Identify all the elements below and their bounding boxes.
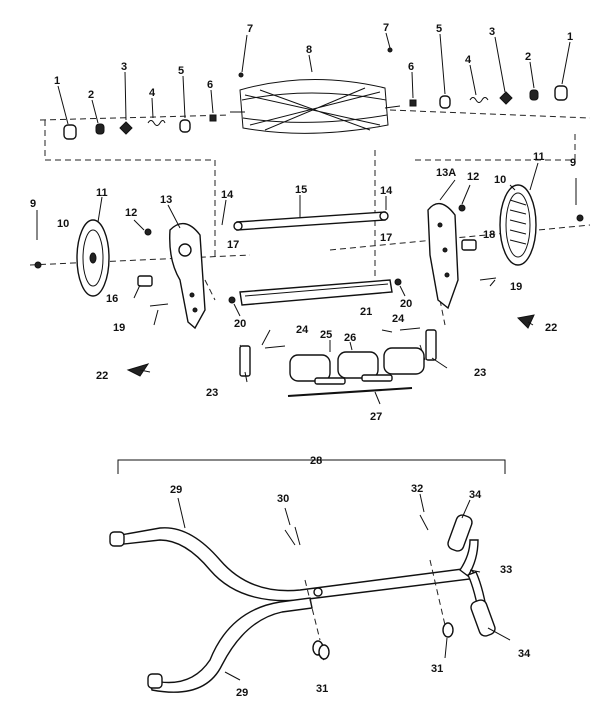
bed-knife-bar	[239, 279, 393, 306]
label-17-right: 17	[380, 232, 392, 244]
label-14-left: 14	[221, 189, 234, 201]
label-1-left: 1	[54, 75, 60, 87]
label-12-left: 12	[125, 207, 137, 219]
label-27: 27	[370, 411, 382, 423]
label-18: 18	[483, 229, 495, 241]
label-4-right: 4	[465, 54, 472, 66]
label-8: 8	[306, 44, 312, 56]
label-13: 13	[160, 194, 172, 206]
label-9-left: 9	[30, 198, 36, 210]
label-7-right: 7	[383, 22, 389, 34]
left-bearing-parts	[63, 72, 244, 140]
label-11-right: 11	[533, 151, 545, 163]
label-5-right: 5	[436, 23, 442, 35]
label-15: 15	[295, 184, 307, 196]
label-13A: 13A	[436, 167, 456, 179]
label-20-right: 20	[400, 298, 412, 310]
label-28: 28	[310, 455, 322, 467]
label-34-bottom: 34	[518, 648, 531, 660]
right-wheel	[499, 184, 537, 266]
leader-lines	[57, 32, 571, 681]
right-side-plate	[427, 202, 459, 310]
label-3-left: 3	[121, 61, 127, 73]
label-7-left: 7	[247, 23, 253, 35]
label-33: 33	[500, 564, 512, 576]
label-19-left: 19	[113, 322, 125, 334]
label-34-top: 34	[469, 489, 482, 501]
label-29-bottom: 29	[236, 687, 248, 699]
hardware-parts	[34, 178, 584, 377]
left-wheel	[76, 219, 110, 297]
label-24-right: 24	[392, 313, 405, 325]
left-side-plate	[169, 222, 206, 330]
handle-bracket	[117, 459, 506, 474]
label-22-left: 22	[96, 370, 108, 382]
label-17-left: 17	[227, 239, 239, 251]
label-26: 26	[344, 332, 356, 344]
label-2-left: 2	[88, 89, 94, 101]
handle-assembly	[109, 514, 496, 693]
label-16: 16	[106, 293, 118, 305]
reel-assembly	[230, 78, 401, 134]
label-2-right: 2	[525, 51, 531, 63]
label-20-left: 20	[234, 318, 246, 330]
label-23-left: 23	[206, 387, 218, 399]
label-25: 25	[320, 329, 332, 341]
label-10-right: 10	[494, 174, 506, 186]
label-5-left: 5	[178, 65, 184, 77]
label-12-right: 12	[467, 171, 479, 183]
label-1-right: 1	[567, 31, 573, 43]
label-6-right: 6	[408, 61, 414, 73]
label-19-right: 19	[510, 281, 522, 293]
label-6-left: 6	[207, 79, 213, 91]
tie-rod	[233, 211, 389, 231]
label-4-left: 4	[149, 87, 156, 99]
label-22-right: 22	[545, 322, 557, 334]
part-labels: 1 2 3 4 5 6 7 8 7 6 5 4 3 2 1 9 11 10 12…	[30, 22, 576, 699]
roller-assembly	[239, 327, 437, 397]
label-29-top: 29	[170, 484, 182, 496]
label-24-left: 24	[296, 324, 309, 336]
label-31-right: 31	[431, 663, 443, 675]
label-14-right: 14	[380, 185, 393, 197]
label-31-bottom: 31	[316, 683, 328, 695]
guide-lines	[29, 109, 591, 361]
label-32: 32	[411, 483, 423, 495]
label-9-right: 9	[570, 157, 576, 169]
label-10-left: 10	[57, 218, 69, 230]
label-21: 21	[360, 306, 372, 318]
label-30: 30	[277, 493, 289, 505]
label-3-right: 3	[489, 26, 495, 38]
right-bearing-parts	[387, 47, 568, 109]
label-23-right: 23	[474, 367, 486, 379]
label-11-left: 11	[96, 187, 108, 199]
